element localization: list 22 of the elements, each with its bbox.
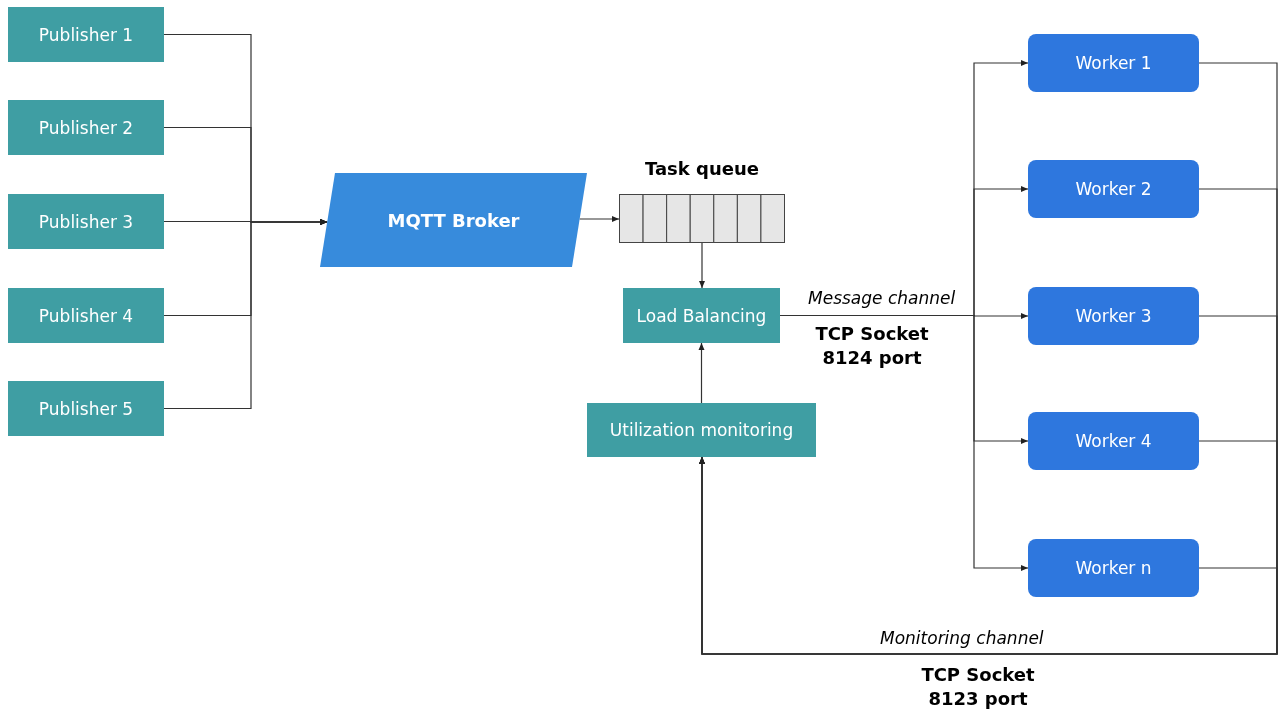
worker-box: Worker 1 bbox=[1028, 34, 1199, 92]
worker-box: Worker 4 bbox=[1028, 412, 1199, 470]
connector-arrow bbox=[699, 242, 705, 289]
publisher-box: Publisher 4 bbox=[8, 288, 164, 343]
broker-parallelogram: MQTT Broker bbox=[320, 173, 587, 267]
port-note: TCP Socket 8123 port bbox=[920, 663, 1036, 710]
worker-box: Worker 2 bbox=[1028, 160, 1199, 218]
process-box: Utilization monitoring bbox=[587, 403, 816, 457]
connector-arrow bbox=[579, 216, 620, 222]
connector-arrow bbox=[163, 219, 328, 410]
connector-arrow bbox=[698, 342, 705, 404]
edge-label: Monitoring channel bbox=[880, 628, 1044, 648]
worker-box: Worker 3 bbox=[1028, 287, 1199, 345]
publisher-box: Publisher 2 bbox=[8, 100, 164, 155]
publisher-box: Publisher 3 bbox=[8, 194, 164, 249]
publisher-box: Publisher 1 bbox=[8, 7, 164, 62]
queue-title: Task queue bbox=[645, 158, 759, 179]
publisher-box: Publisher 5 bbox=[8, 381, 164, 436]
process-box: Load Balancing bbox=[623, 288, 780, 343]
port-note: TCP Socket 8124 port bbox=[814, 322, 930, 370]
edge-label: Message channel bbox=[808, 288, 956, 308]
worker-box: Worker n bbox=[1028, 539, 1199, 597]
